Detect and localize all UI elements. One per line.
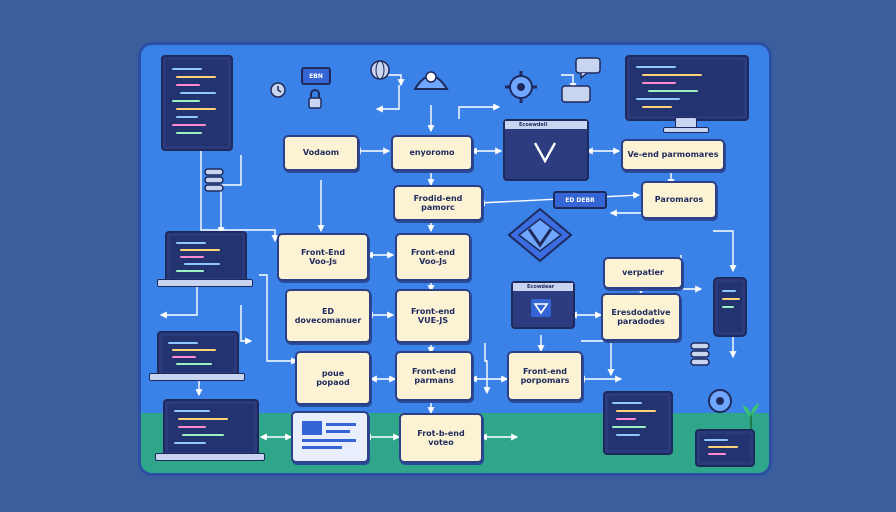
- laptop-base: [157, 279, 253, 287]
- gear-icon: [708, 389, 732, 413]
- laptop-code-icon: [157, 331, 239, 377]
- connector-lines: [159, 74, 737, 441]
- node-frodid-end[interactable]: Frodid-end pamorc: [393, 185, 483, 221]
- node-paromaros[interactable]: Paromaros: [641, 181, 717, 219]
- laptop-base: [155, 453, 265, 461]
- laptop-code-icon: [163, 399, 259, 457]
- database-icon: [690, 342, 710, 366]
- monitor-foot: [663, 127, 709, 133]
- document-card: [291, 411, 369, 463]
- globe-icon: [370, 60, 390, 80]
- document-icon: [302, 421, 356, 449]
- plant-icon: [743, 403, 759, 429]
- node-front-b-end-voteo[interactable]: Frot-b-end voteo: [399, 413, 483, 463]
- node-front-end-parmans[interactable]: Front-end parmans: [395, 351, 473, 401]
- laptop-code-icon: [165, 231, 247, 283]
- monitor-code-icon: [625, 55, 749, 121]
- phone-icon: [713, 277, 747, 337]
- window-title: Ecoewdeil: [505, 121, 587, 129]
- node-verparier[interactable]: verpatier: [603, 257, 683, 289]
- node-ve-end-parmomares[interactable]: Ve-end parmomares: [621, 139, 725, 171]
- node-vodaom[interactable]: Vodaom: [283, 135, 359, 171]
- vue-logo-icon: [531, 299, 551, 317]
- laptop-code-icon: [161, 55, 233, 151]
- node-front-end-voo-js[interactable]: Front-end Voo-Js: [395, 233, 471, 281]
- vue-logo-icon: [533, 142, 557, 163]
- database-icon: [204, 168, 224, 192]
- node-front-end-porpomars[interactable]: Front-end porpomars: [507, 351, 583, 401]
- window-title: Ecowdear: [513, 283, 573, 291]
- node-enyoromo[interactable]: enyoromo: [391, 135, 473, 171]
- node-ed-dovecomanuer[interactable]: ED dovecomanuer: [285, 289, 371, 343]
- top-app-window: Ecoewdeil: [503, 119, 589, 181]
- diagram-board: Ecoewdeil Ecowdear ED DEBR Vodaom enyoro…: [138, 42, 772, 476]
- gear-icon: [505, 71, 537, 103]
- ed-debr-tag: ED DEBR: [553, 191, 607, 209]
- node-eresdodatise[interactable]: Eresdodative paradodes: [601, 293, 681, 341]
- lock-icon: [308, 89, 322, 109]
- laptop-base: [149, 373, 245, 381]
- clock-icon: [270, 82, 286, 98]
- ebn-badge: EBN: [301, 67, 331, 85]
- mid-app-window: Ecowdear: [511, 281, 575, 329]
- vue-logo-icon: [507, 207, 573, 263]
- robot-icon: [413, 71, 449, 90]
- chat-bubble-icon: [561, 85, 591, 103]
- laptop-code-icon: [695, 429, 755, 467]
- node-front-end-voo[interactable]: Front-End Voo-Js: [277, 233, 369, 281]
- node-poue-popaod[interactable]: poue popaod: [295, 351, 371, 405]
- node-front-end-vue[interactable]: Front-end VUE-JS: [395, 289, 471, 343]
- chat-bubble-icon: [575, 57, 601, 79]
- code-screen: [166, 60, 228, 146]
- monitor-code-icon: [603, 391, 673, 455]
